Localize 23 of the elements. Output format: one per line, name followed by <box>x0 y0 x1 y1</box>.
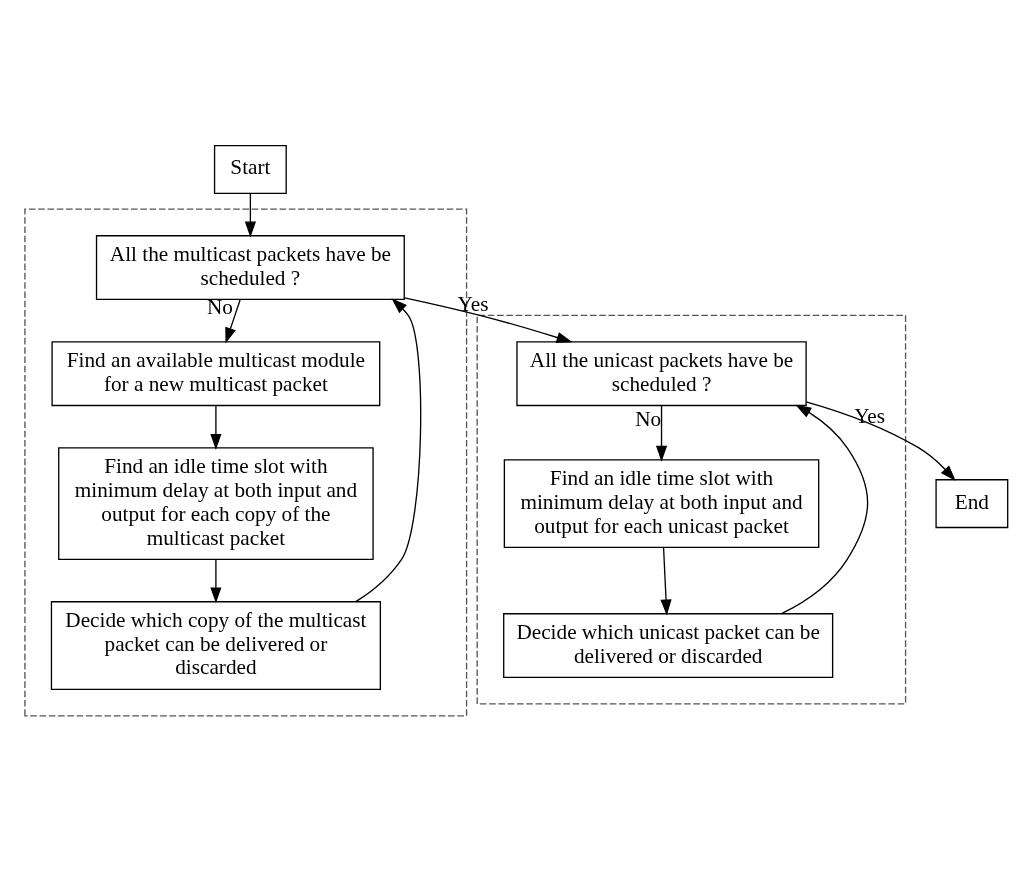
arrow <box>655 405 667 462</box>
arrow <box>780 404 868 615</box>
arrow <box>805 401 956 481</box>
arrow <box>659 546 672 616</box>
node-box: All the multicast packets have be scheduled ? <box>95 235 405 301</box>
node-box: Decide which copy of the multicast packet can be delivered or discarded <box>50 601 381 690</box>
arrow <box>209 405 221 450</box>
node-box: Find an idle time slot with minimum delay at both input and output for each copy of the multicast packet <box>57 447 374 560</box>
node-box: Decide which unicast packet can be delivered or discarded <box>502 613 833 679</box>
arrow <box>209 558 221 604</box>
edge-label: No <box>634 406 661 431</box>
edge-label: Yes <box>853 404 885 429</box>
arrow <box>354 298 421 603</box>
edge-label: Yes <box>457 291 488 316</box>
node-box: Find an idle time slot with minimum delay at both input and output for each unicast packet <box>503 459 819 549</box>
node-box: All the unicast packets have be scheduled ? <box>515 341 807 407</box>
node-box: Find an available multicast module for a new multicast packet <box>50 341 380 407</box>
arrow <box>224 299 241 344</box>
node-box: Start <box>213 144 287 194</box>
arrow <box>244 192 256 238</box>
cluster <box>476 314 906 705</box>
node-box: End <box>934 479 1008 529</box>
arrow <box>403 297 572 343</box>
